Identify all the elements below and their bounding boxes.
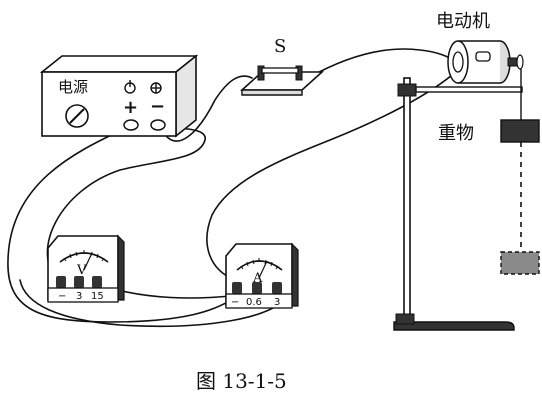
- weight-assembly: 重物: [438, 69, 540, 275]
- wire-power-plus-to-voltmeter: [7, 125, 233, 323]
- minus-terminal-icon: [150, 119, 166, 131]
- voltmeter-terminal-3-icon: [74, 276, 84, 288]
- weight-ghost: [500, 251, 540, 275]
- plus-terminal-icon: [123, 119, 139, 131]
- ammeter-terminal-neg-icon: [232, 282, 242, 294]
- voltmeter-scale-neg: −: [58, 291, 66, 302]
- ammeter: A − 0.6 3: [225, 242, 299, 309]
- ammeter-scale-neg: −: [231, 297, 239, 308]
- stand-base-foot: [395, 313, 415, 325]
- stand: [393, 77, 523, 331]
- voltmeter-needle: [83, 252, 93, 271]
- power-supply-label: 电源: [58, 78, 88, 96]
- plus-sign: +: [123, 97, 138, 118]
- wire-bottom-return: [19, 279, 293, 328]
- ammeter-terminal-3-icon: [272, 282, 282, 294]
- ammeter-scale-06: 0.6: [246, 297, 262, 308]
- voltmeter-base: [47, 287, 119, 303]
- knob-pointer: [69, 108, 85, 124]
- wire-power-minus-to-switch: [159, 75, 253, 142]
- switch-blade: [261, 67, 299, 74]
- ammeter-terminal-06-icon: [252, 282, 262, 294]
- weight: [500, 119, 540, 143]
- stand-base: [393, 321, 515, 331]
- voltmeter: V − 3 15: [47, 234, 125, 303]
- voltmeter-letter: V: [76, 263, 87, 278]
- motor-label: 电动机: [436, 11, 490, 32]
- wire-voltmeter-loop: [46, 127, 206, 283]
- weight-label: 重物: [438, 123, 474, 144]
- ammeter-letter: A: [252, 271, 263, 286]
- stand-clamp: [397, 83, 417, 97]
- switch-base: [239, 71, 325, 91]
- ammeter-needle: [258, 260, 268, 279]
- voltmeter-scale-3: 3: [76, 291, 82, 302]
- switch-base-edge: [241, 89, 303, 96]
- ammeter-scale-3: 3: [274, 297, 280, 308]
- motor: 电动机: [436, 11, 524, 84]
- voltmeter-scale-15: 15: [91, 291, 104, 302]
- voltmeter-side: [117, 234, 125, 301]
- wire-switch-to-motor: [307, 48, 459, 79]
- wire-voltmeter-to-ammeter: [117, 289, 231, 299]
- voltmeter-terminal-15-icon: [92, 276, 102, 288]
- motor-window: [475, 51, 491, 62]
- motor-hub: [452, 51, 464, 73]
- stand-pole: [403, 77, 411, 329]
- minus-sign: −: [150, 96, 165, 117]
- ammeter-base: [225, 293, 293, 309]
- motor-pulley: [516, 54, 524, 70]
- power-supply-top: [39, 55, 199, 73]
- voltmeter-terminal-neg-icon: [56, 276, 66, 288]
- power-supply: 电源 + −: [39, 54, 199, 138]
- figure-caption: 图 13-1-5: [196, 369, 287, 393]
- switch: S: [239, 36, 325, 96]
- ammeter-dial-ticks: [240, 258, 279, 270]
- stand-arm: [415, 86, 523, 93]
- switch-label: S: [274, 36, 286, 57]
- ammeter-side: [291, 242, 299, 307]
